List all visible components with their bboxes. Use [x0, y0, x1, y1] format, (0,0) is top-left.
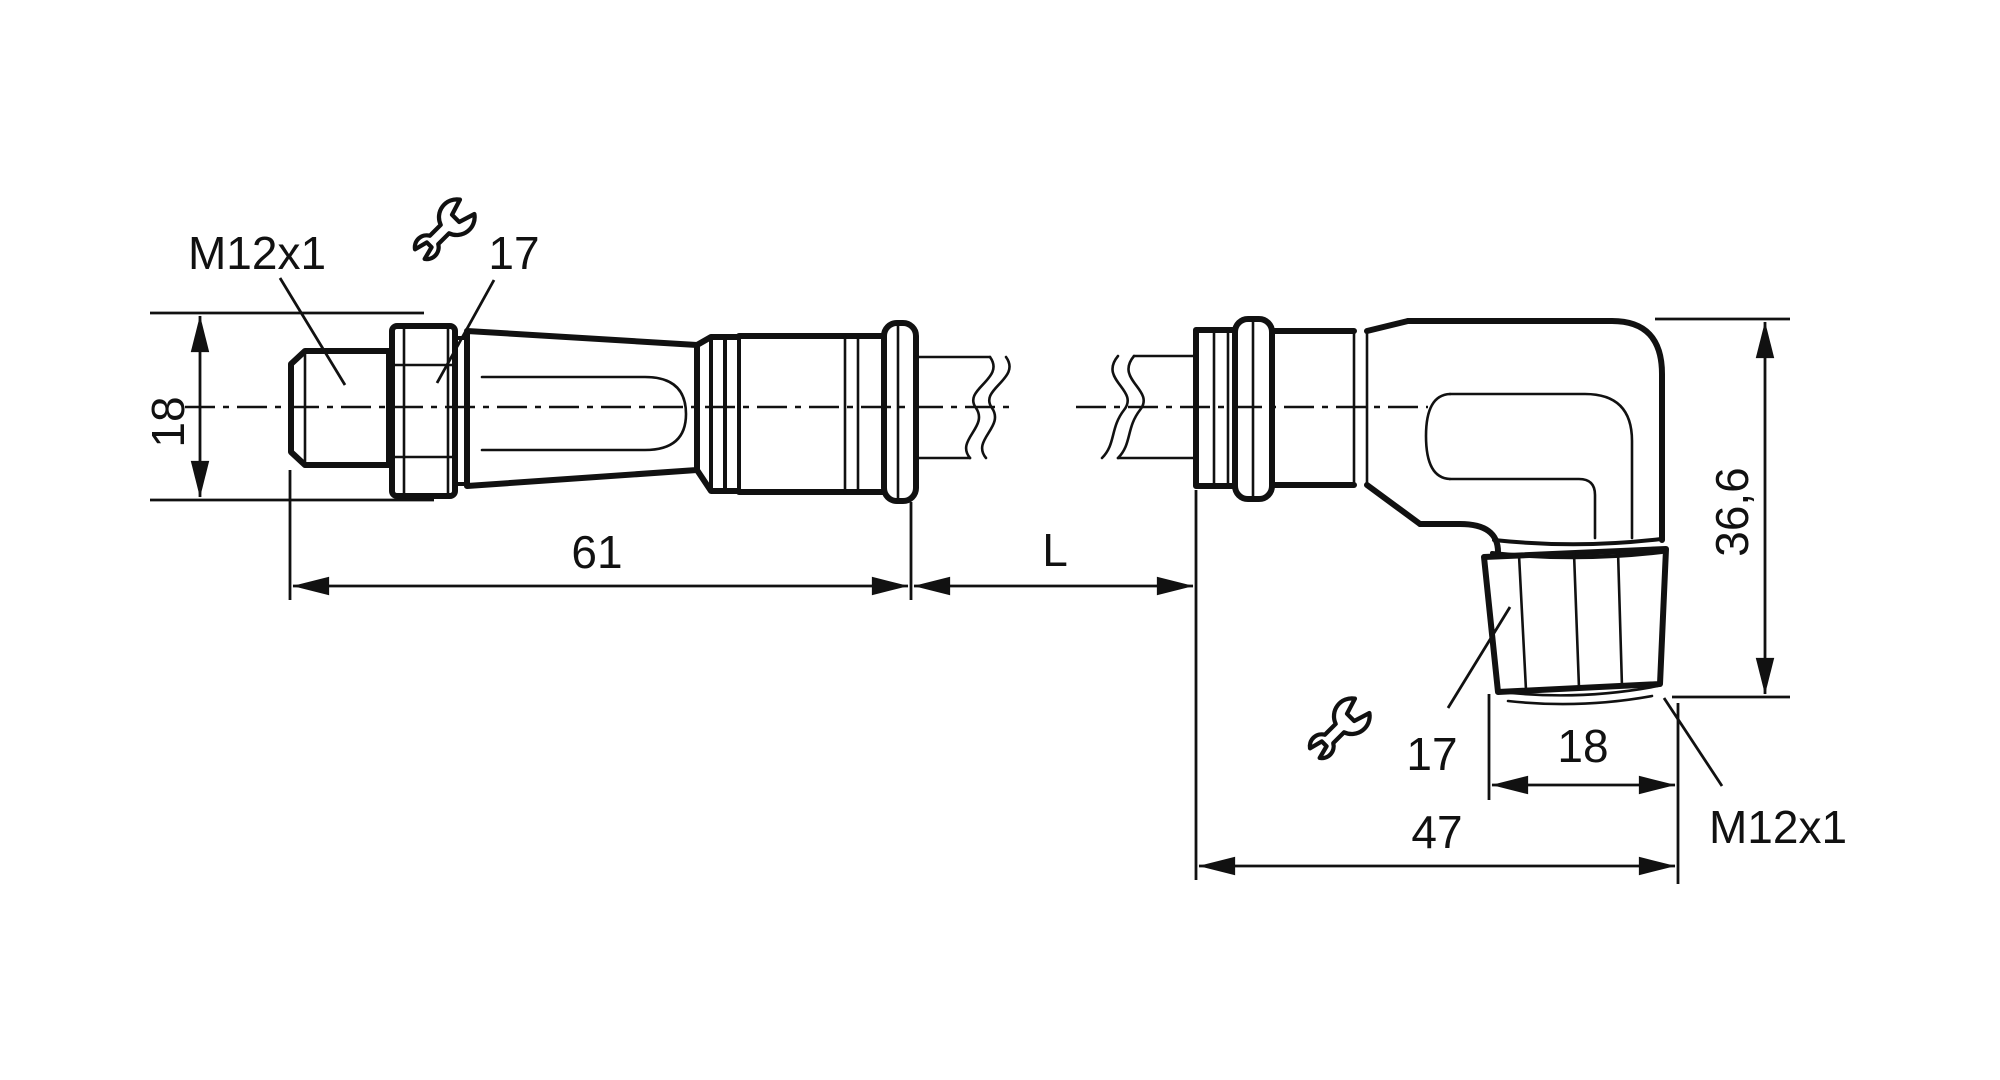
left-grip-body: [464, 328, 700, 489]
left-grip-tongue: [480, 375, 688, 452]
right-coupling-nut: [1481, 546, 1669, 706]
right-elbow-body: [1405, 318, 1665, 555]
left-wrench-size-label: 17: [488, 227, 539, 279]
left-thread-label: M12x1: [188, 227, 326, 279]
callout-right-wrench: 17: [1302, 606, 1512, 780]
left-end-bead: [881, 320, 919, 504]
dim-right-height: 36,6: [1655, 317, 1790, 699]
left-cable-stub: [914, 355, 1011, 460]
leader-line: [1662, 697, 1724, 787]
wrench-icon: [407, 194, 480, 267]
right-thread-label: M12x1: [1709, 801, 1847, 853]
wrench-icon: [1302, 693, 1375, 766]
callout-left-wrench: 17: [407, 194, 540, 384]
dim-right-nut-width: 18: [1487, 694, 1680, 884]
right-cable-stub: [1100, 354, 1198, 460]
right-wrench-size-label: 17: [1406, 728, 1457, 780]
right-elbow-groove: [1424, 392, 1634, 540]
dim-cable-length: L: [913, 524, 1194, 596]
dim-label-18-right: 18: [1557, 720, 1608, 772]
leader-line: [435, 279, 496, 384]
callout-right-thread: M12x1: [1662, 697, 1847, 853]
left-connector: [185, 320, 1013, 504]
nut-facet-line: [1616, 549, 1624, 689]
dim-label-36-6: 36,6: [1706, 467, 1758, 557]
dim-label-18-left: 18: [142, 396, 194, 447]
dim-right-length: 47: [1194, 490, 1676, 880]
nut-facet-line: [1517, 553, 1528, 692]
right-connector: [1076, 316, 1669, 706]
right-strain-relief: [1193, 316, 1423, 527]
nut-facet-line: [1572, 551, 1581, 690]
dim-left-diameter: 18: [142, 311, 434, 502]
left-strain-relief-cone: [694, 334, 742, 494]
dim-label-L: L: [1042, 524, 1068, 576]
left-hex-nut: [389, 323, 458, 499]
dim-label-61: 61: [571, 526, 622, 578]
leader-line: [1446, 606, 1512, 709]
left-sleeve: [736, 333, 887, 495]
leader-line: [278, 277, 347, 386]
dim-left-length: 61: [288, 470, 913, 600]
callout-left-thread: M12x1: [188, 227, 347, 386]
dim-label-47: 47: [1411, 806, 1462, 858]
